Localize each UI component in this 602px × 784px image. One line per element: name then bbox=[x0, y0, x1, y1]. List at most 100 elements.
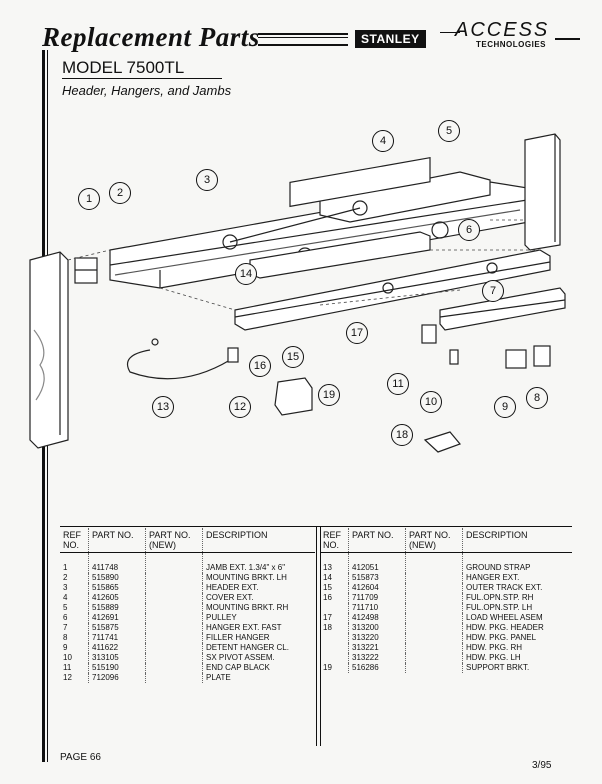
cell-part-no: 411748 bbox=[88, 552, 146, 573]
cell-ref bbox=[320, 643, 349, 653]
cell-ref: 16 bbox=[320, 593, 349, 603]
cell-description: HANGER EXT. FAST bbox=[206, 623, 282, 632]
cell-description: JAMB EXT. 1.3/4" x 6" bbox=[206, 563, 286, 572]
cell-description: PULLEY bbox=[206, 613, 237, 622]
callout-10: 10 bbox=[420, 391, 442, 413]
cell-description: HDW. PKG. HEADER bbox=[466, 623, 544, 632]
cell-description: HEADER EXT. bbox=[206, 583, 259, 592]
callout-16: 16 bbox=[249, 355, 271, 377]
cell-part-no-new bbox=[405, 643, 463, 653]
col-part-no: PART NO. bbox=[88, 528, 146, 553]
cell-part-no-new bbox=[405, 613, 463, 623]
col-part-no: PART NO. bbox=[348, 528, 406, 553]
callout-11: 11 bbox=[387, 373, 409, 395]
cell-description: FUL.OPN.STP. RH bbox=[466, 593, 534, 602]
callout-14: 14 bbox=[235, 263, 257, 285]
access-logo-sub: TECHNOLOGIES bbox=[476, 40, 547, 49]
cell-ref: 18 bbox=[320, 623, 349, 633]
callout-15: 15 bbox=[282, 346, 304, 368]
cell-description: LOAD WHEEL ASEM bbox=[466, 613, 543, 622]
cover-extrusion-part bbox=[319, 171, 491, 223]
cell-description: MOUNTING BRKT. RH bbox=[206, 603, 289, 612]
cell-part-no: 515890 bbox=[88, 573, 146, 583]
cell-ref: 1 bbox=[60, 552, 89, 573]
cell-description: HDW. PKG. PANEL bbox=[466, 633, 537, 642]
cell-description: FUL.OPN.STP. LH bbox=[466, 603, 533, 612]
callout-3: 3 bbox=[196, 169, 218, 191]
cell-part-no: 313220 bbox=[348, 633, 406, 643]
cell-part-no-new bbox=[405, 653, 463, 663]
end-cap-part bbox=[421, 324, 437, 344]
cell-part-no: 412691 bbox=[88, 613, 146, 623]
cell-part-no: 711709 bbox=[348, 593, 406, 603]
callout-13: 13 bbox=[152, 396, 174, 418]
cell-description: SUPPORT BRKT. bbox=[466, 663, 530, 672]
cell-description: GROUND STRAP bbox=[466, 563, 531, 572]
cell-ref: 12 bbox=[60, 673, 89, 683]
callout-7: 7 bbox=[482, 280, 504, 302]
cell-part-no: 711741 bbox=[88, 633, 146, 643]
callout-2: 2 bbox=[109, 182, 131, 204]
ground-strap-part bbox=[126, 349, 231, 380]
cell-part-no-new bbox=[145, 653, 203, 663]
cell-part-no-new bbox=[145, 673, 203, 683]
cell-part-no-new bbox=[145, 593, 203, 603]
cell-part-no-new bbox=[405, 583, 463, 593]
cell-part-no: 313221 bbox=[348, 643, 406, 653]
cell-ref bbox=[320, 653, 349, 663]
cell-description: SX PIVOT ASSEM. bbox=[206, 653, 275, 662]
col-ref: REF NO. bbox=[60, 528, 89, 553]
load-wheel-part-2 bbox=[486, 262, 498, 274]
cell-ref bbox=[320, 603, 349, 613]
pivot-assembly-part bbox=[449, 349, 459, 365]
cell-ref: 8 bbox=[60, 633, 89, 643]
filler-hanger-part bbox=[533, 345, 551, 367]
cell-ref: 14 bbox=[320, 573, 349, 583]
cell-part-no: 313200 bbox=[348, 623, 406, 633]
hanger-fast-part bbox=[439, 287, 566, 331]
drive-assembly-part bbox=[222, 157, 449, 263]
cell-ref: 10 bbox=[60, 653, 89, 663]
callout-4: 4 bbox=[372, 130, 394, 152]
cell-part-no-new bbox=[405, 623, 463, 633]
exploded-parts-diagram bbox=[29, 133, 566, 453]
cell-part-no: 515865 bbox=[88, 583, 146, 593]
cell-part-no-new bbox=[405, 663, 463, 673]
callout-18: 18 bbox=[391, 424, 413, 446]
support-bracket-part bbox=[274, 377, 313, 416]
cell-part-no: 411622 bbox=[88, 643, 146, 653]
cell-part-no: 412051 bbox=[348, 552, 406, 573]
cell-description: MOUNTING BRKT. LH bbox=[206, 573, 287, 582]
cell-ref: 5 bbox=[60, 603, 89, 613]
cell-part-no-new bbox=[145, 633, 203, 643]
access-line-left bbox=[440, 32, 460, 33]
cell-part-no-new bbox=[145, 583, 203, 593]
cell-part-no-new bbox=[405, 573, 463, 583]
model-title: MODEL 7500TL bbox=[62, 58, 185, 77]
parts-table-header: REF NO. PART NO. PART NO. (NEW) DESCRIPT… bbox=[320, 528, 572, 553]
cell-description: OUTER TRACK EXT. bbox=[466, 583, 543, 592]
cell-part-no-new bbox=[405, 552, 463, 573]
access-logo: ACCESS bbox=[455, 19, 550, 41]
parts-table-right: REF NO. PART NO. PART NO. (NEW) DESCRIPT… bbox=[320, 528, 572, 673]
stanley-logo: STANLEY bbox=[355, 30, 426, 48]
cell-part-no: 313105 bbox=[88, 653, 146, 663]
callout-5: 5 bbox=[438, 120, 460, 142]
cell-ref: 3 bbox=[60, 583, 89, 593]
cell-part-no: 515875 bbox=[88, 623, 146, 633]
table-row: 313220 HDW. PKG. PANEL bbox=[320, 633, 572, 643]
cell-part-no-new bbox=[145, 603, 203, 613]
cell-part-no: 515889 bbox=[88, 603, 146, 613]
